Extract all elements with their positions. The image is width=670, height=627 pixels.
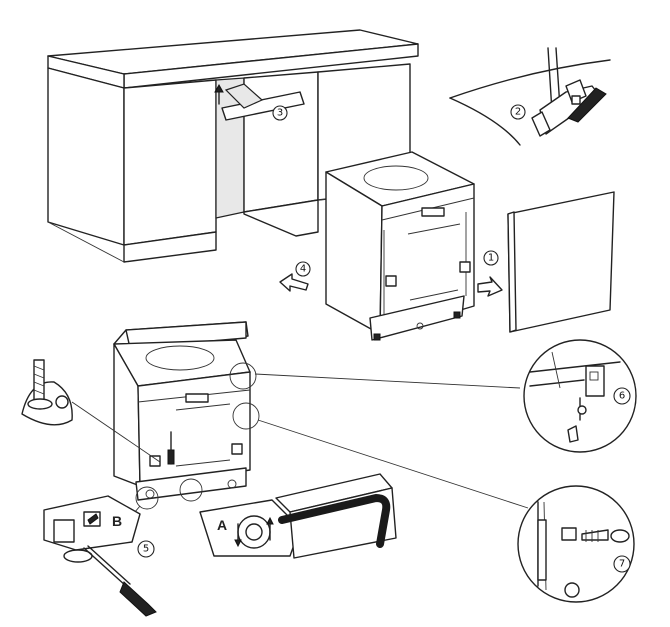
svg-text:2: 2 bbox=[515, 107, 521, 118]
detail-circle-top bbox=[229, 362, 257, 390]
door-panel bbox=[507, 191, 615, 333]
dishwasher-bottom bbox=[113, 321, 251, 501]
leader-line-foot bbox=[71, 401, 161, 463]
label-b: B bbox=[112, 513, 122, 529]
leveling-inset-b bbox=[43, 495, 157, 617]
leveling-inset-a bbox=[199, 473, 397, 559]
detail-7-inset bbox=[517, 485, 635, 603]
svg-text:1: 1 bbox=[488, 253, 494, 264]
step-marker-4: 4 bbox=[295, 261, 311, 277]
label-a: A bbox=[217, 517, 227, 533]
svg-text:7: 7 bbox=[619, 559, 625, 570]
kitchen-cabinet bbox=[47, 29, 419, 263]
detail-circle-foot-right bbox=[179, 478, 203, 502]
hex-key-icon bbox=[278, 494, 391, 548]
step-marker-1: 1 bbox=[483, 250, 499, 266]
step-marker-7: 7 bbox=[613, 555, 631, 573]
detail-circle-side bbox=[232, 402, 260, 430]
svg-text:6: 6 bbox=[619, 391, 625, 402]
hinge-detail-inset bbox=[449, 47, 611, 146]
svg-text:5: 5 bbox=[143, 544, 149, 555]
arrow-push-right bbox=[477, 276, 503, 297]
step-marker-6: 6 bbox=[613, 387, 631, 405]
detail-6-inset bbox=[523, 339, 637, 453]
leader-line-6 bbox=[254, 373, 521, 389]
adjustable-foot-detail bbox=[21, 359, 73, 426]
svg-text:3: 3 bbox=[277, 108, 283, 119]
svg-text:4: 4 bbox=[300, 264, 306, 275]
leader-line-7 bbox=[257, 419, 529, 509]
dishwasher-top bbox=[325, 151, 475, 341]
detail-circle-foot-left bbox=[135, 486, 159, 510]
arrow-push-left bbox=[279, 273, 309, 292]
step-marker-3: 3 bbox=[272, 105, 288, 121]
step-marker-5: 5 bbox=[137, 540, 155, 558]
step-marker-2: 2 bbox=[510, 104, 526, 120]
